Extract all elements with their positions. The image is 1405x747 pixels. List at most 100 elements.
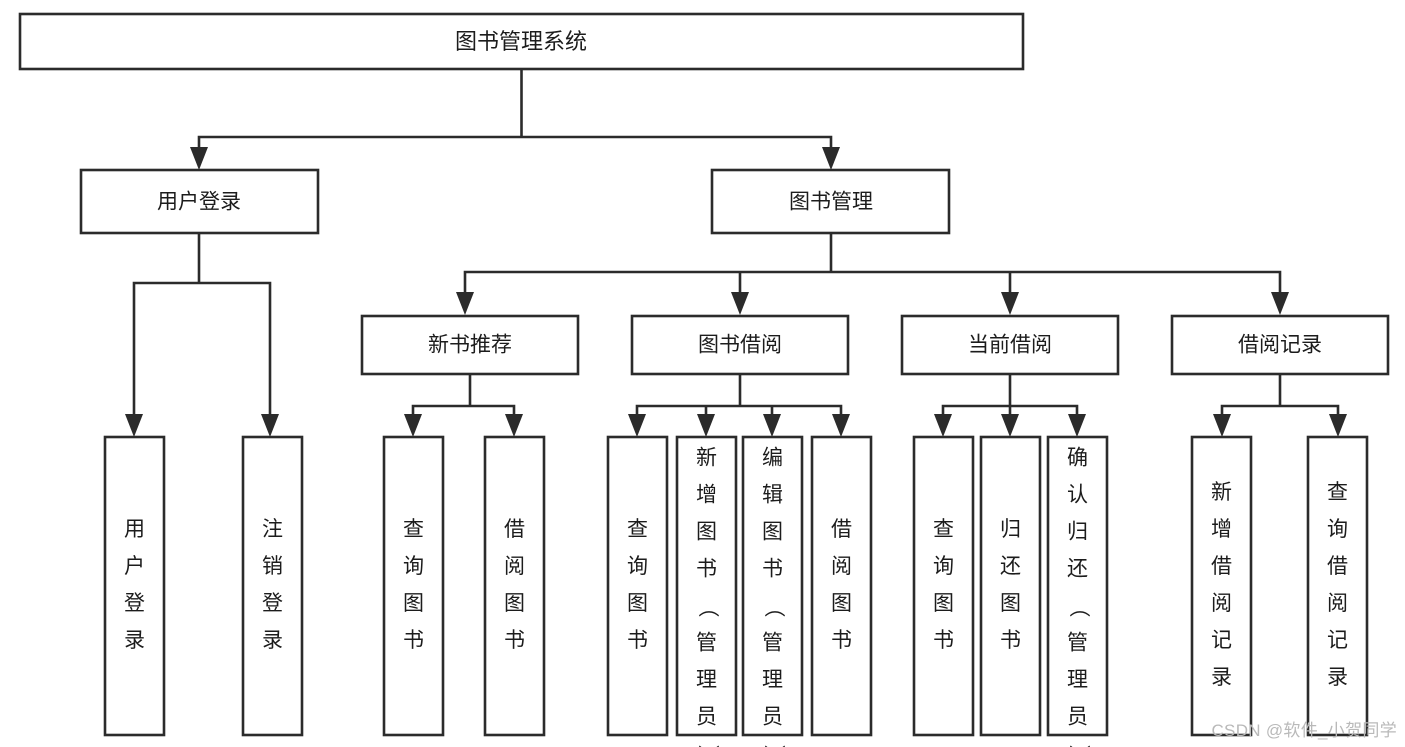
node-leaf-borrow-book-2-char: 阅	[831, 555, 852, 578]
node-leaf-user-login[interactable]: 用户登录	[103, 435, 166, 737]
node-leaf-borrow-book-1-char: 阅	[504, 555, 525, 578]
arrow-head-to-borrow-record	[1271, 292, 1289, 315]
node-leaf-edit-book-char: 员	[762, 706, 783, 729]
connector-new-book-recommend-to-bus	[411, 372, 516, 421]
leaf-borrow-book-2-box[interactable]	[810, 435, 873, 737]
node-leaf-user-logout-char: 注	[262, 518, 283, 541]
node-user-login[interactable]: 用户登录	[79, 168, 320, 235]
arrow-head-to-new-book-recommend	[456, 292, 474, 315]
node-leaf-confirm-return-char: （	[1067, 597, 1090, 618]
arrow-head-to-leaf-query-record	[1329, 414, 1347, 437]
node-leaf-confirm-return-char: ）	[1067, 745, 1090, 747]
borrow-record-box[interactable]	[1170, 314, 1390, 376]
leaf-user-login-box[interactable]	[103, 435, 166, 737]
node-leaf-query-record-char: 阅	[1327, 592, 1348, 615]
arrow-head-to-leaf-add-record	[1213, 414, 1231, 437]
node-leaf-query-record-char: 询	[1327, 518, 1348, 541]
node-leaf-query-book-2-char: 查	[627, 518, 648, 541]
connector-root-to-bus	[197, 67, 833, 154]
node-leaf-add-book-char: 员	[696, 706, 717, 729]
node-leaf-edit-book-char: 管	[762, 632, 783, 655]
node-leaf-confirm-return-char: 员	[1067, 706, 1088, 729]
new-book-recommend-box[interactable]	[360, 314, 580, 376]
arrow-head-to-leaf-borrow-book-2	[832, 414, 850, 437]
leaf-query-book-3-box[interactable]	[912, 435, 975, 737]
book-borrow-box[interactable]	[630, 314, 850, 376]
node-leaf-add-book-char: ）	[696, 745, 719, 747]
book-manage-box[interactable]	[710, 168, 951, 235]
node-leaf-query-book-1-char: 图	[403, 592, 424, 615]
node-leaf-query-book-2-char: 图	[627, 592, 648, 615]
node-leaf-confirm-return-char: 确	[1067, 447, 1088, 470]
node-leaf-add-book-char: 新	[696, 447, 717, 470]
node-leaf-add-record-char: 新	[1211, 481, 1232, 504]
node-leaf-edit-book-char: 理	[762, 669, 783, 692]
node-leaf-user-login-char: 户	[124, 555, 145, 578]
arrow-head-to-book-manage	[822, 147, 840, 170]
node-leaf-edit-book-char: ）	[762, 745, 785, 747]
leaf-add-record-box[interactable]	[1190, 435, 1253, 737]
leaf-add-book-box[interactable]	[675, 435, 738, 737]
node-current-borrow[interactable]: 当前借阅	[900, 314, 1120, 376]
leaf-edit-book-box[interactable]	[741, 435, 804, 737]
connector-current-borrow-to-bus	[941, 372, 1079, 421]
node-leaf-add-record-char: 阅	[1211, 592, 1232, 615]
connector-layer	[125, 67, 1347, 437]
leaf-query-book-1-box[interactable]	[382, 435, 445, 737]
node-leaf-return-book-char: 归	[1000, 518, 1021, 541]
node-leaf-query-record-char: 录	[1327, 666, 1348, 689]
leaf-borrow-book-1-box[interactable]	[483, 435, 546, 737]
leaf-confirm-return-box[interactable]	[1046, 435, 1109, 737]
node-leaf-borrow-book-2-char: 借	[831, 518, 852, 541]
root-box[interactable]	[18, 12, 1025, 71]
connector-borrow-record-to-bus	[1220, 372, 1340, 421]
node-leaf-user-logout-char: 销	[262, 555, 283, 578]
node-leaf-add-book-char: 管	[696, 632, 717, 655]
arrow-head-to-leaf-query-book-2	[628, 414, 646, 437]
node-root[interactable]: 图书管理系统	[18, 12, 1025, 71]
node-leaf-edit-book-char: （	[762, 597, 785, 618]
node-leaf-query-record-char: 记	[1327, 629, 1348, 652]
node-leaf-borrow-book-1-char: 图	[504, 592, 525, 615]
connector-book-manage-to-bus	[463, 231, 1282, 299]
node-leaf-edit-book-char: 图	[762, 521, 783, 544]
node-leaf-user-login-char: 登	[124, 592, 145, 615]
node-leaf-add-book-char: 书	[696, 558, 717, 581]
node-new-book-recommend[interactable]: 新书推荐	[360, 314, 580, 376]
arrow-head-to-leaf-user-login	[125, 414, 143, 437]
node-leaf-add-record-char: 录	[1211, 666, 1232, 689]
leaf-user-logout-box[interactable]	[241, 435, 304, 737]
node-leaf-query-book-1-char: 书	[403, 629, 424, 652]
node-borrow-record[interactable]: 借阅记录	[1170, 314, 1390, 376]
node-leaf-add-book-char: 图	[696, 521, 717, 544]
current-borrow-box[interactable]	[900, 314, 1120, 376]
user-login-box[interactable]	[79, 168, 320, 235]
book-borrow-label: 图书借阅	[698, 334, 782, 357]
node-leaf-confirm-return-char: 管	[1067, 632, 1088, 655]
node-book-borrow[interactable]: 图书借阅	[630, 314, 850, 376]
leaf-return-book-box[interactable]	[979, 435, 1042, 737]
arrow-head-to-leaf-query-book-1	[404, 414, 422, 437]
node-leaf-query-book-3-char: 书	[933, 629, 954, 652]
node-leaf-user-login-char: 用	[124, 518, 145, 541]
node-leaf-return-book-char: 书	[1000, 629, 1021, 652]
arrow-head-to-book-borrow	[731, 292, 749, 315]
leaf-query-book-2-box[interactable]	[606, 435, 669, 737]
leaf-query-record-box[interactable]	[1306, 435, 1369, 737]
new-book-recommend-label: 新书推荐	[428, 334, 512, 357]
arrow-head-to-leaf-confirm-return	[1068, 414, 1086, 437]
node-book-manage[interactable]: 图书管理	[710, 168, 951, 235]
node-leaf-query-book-3-char: 图	[933, 592, 954, 615]
